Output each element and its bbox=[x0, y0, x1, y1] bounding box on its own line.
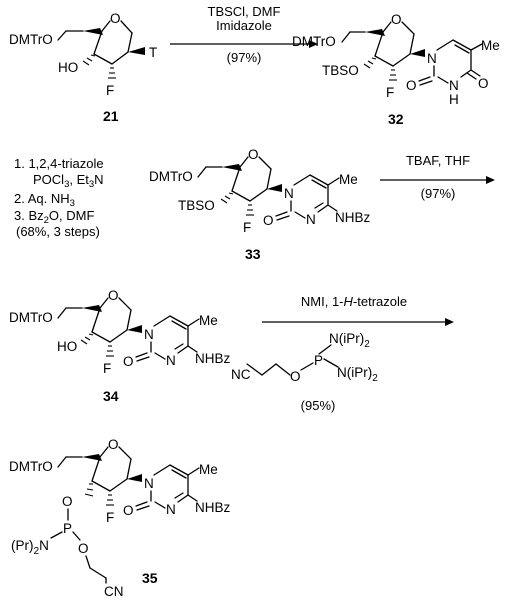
reagent-phosphorus-label: P bbox=[314, 353, 323, 368]
diisopropylamino-label: (Pr)2N bbox=[11, 538, 49, 557]
reaction-conditions-2: 1. 1,2,4-triazole POCl3, Et3N 2. Aq. NH3… bbox=[14, 156, 104, 239]
n1-label: N bbox=[427, 51, 437, 66]
dmtro-label: DMTrO bbox=[9, 310, 53, 325]
compound-number-35: 35 bbox=[142, 570, 158, 586]
reaction-arrow-1: TBSCl, DMF Imidazole (97%) bbox=[170, 4, 318, 65]
n3-label: N bbox=[166, 502, 176, 517]
compound-32: DMTrO O TBSO F N Me O bbox=[292, 12, 500, 127]
compound-34: DMTrO O HO F N Me NHBz bbox=[9, 288, 231, 404]
condition-line: POCl3, Et3N bbox=[33, 172, 104, 190]
ring-oxygen-label: O bbox=[108, 437, 119, 452]
condition-yield: (97%) bbox=[421, 186, 456, 201]
thymine-t-label: T bbox=[149, 45, 157, 60]
compound-number-32: 32 bbox=[388, 111, 404, 127]
c2-oxygen-label: O bbox=[123, 503, 134, 518]
nitrile-label: CN bbox=[104, 584, 124, 599]
c2-oxygen-label: O bbox=[123, 354, 134, 369]
n1-label: N bbox=[144, 476, 154, 491]
condition-line: NMI, 1-H-tetrazole bbox=[301, 294, 407, 309]
methyl-label: Me bbox=[199, 313, 218, 328]
compound-21: DMTrO O HO F T 21 bbox=[9, 11, 157, 124]
dmtro-label: DMTrO bbox=[292, 34, 336, 49]
condition-line: Imidazole bbox=[216, 18, 272, 33]
condition-line: TBSCl, DMF bbox=[208, 4, 281, 19]
cyanoethyl-oxygen-label: O bbox=[78, 541, 89, 556]
condition-yield: (97%) bbox=[227, 50, 262, 65]
nhbz-label: NHBz bbox=[335, 210, 371, 225]
condition-line: 1. 1,2,4-triazole bbox=[14, 156, 104, 171]
ring-oxygen-label: O bbox=[110, 11, 121, 26]
reagent-nitrogen-label: N(iPr)2 bbox=[337, 365, 378, 384]
compound-number-34: 34 bbox=[103, 388, 119, 404]
condition-line: 3. Bz2O, DMF bbox=[14, 208, 94, 226]
fluoro-label: F bbox=[103, 361, 111, 376]
nhbz-label: NHBz bbox=[195, 500, 231, 515]
methyl-label: Me bbox=[339, 172, 358, 187]
reaction-arrow-4: NMI, 1-H-tetrazole N(iPr)2 P N(iPr)2 O N… bbox=[231, 294, 454, 413]
reagent-nitrogen-label: N(iPr)2 bbox=[329, 331, 370, 350]
hydroxy-label: HO bbox=[58, 60, 78, 75]
reagent-oxygen-label: O bbox=[290, 369, 301, 384]
compound-35: DMTrO O O P (Pr)2N O CN F bbox=[9, 437, 231, 599]
n3-label: N bbox=[449, 78, 459, 93]
methyl-label: Me bbox=[199, 462, 218, 477]
phosphorus-label: P bbox=[63, 521, 72, 536]
n3-label: N bbox=[166, 353, 176, 368]
reaction-arrow-3: TBAF, THF (97%) bbox=[380, 153, 495, 201]
nhbz-label: NHBz bbox=[195, 351, 231, 366]
compound-number-33: 33 bbox=[245, 246, 261, 262]
phosphoramidite-reagent: N(iPr)2 P N(iPr)2 O NC bbox=[231, 331, 378, 384]
compound-33: DMTrO O TBSO F N Me NHBz bbox=[149, 147, 371, 262]
condition-yield: (68%, 3 steps) bbox=[16, 224, 100, 239]
ring-oxygen-label: O bbox=[248, 147, 259, 162]
n3-label: N bbox=[306, 212, 316, 227]
condition-yield: (95%) bbox=[301, 398, 336, 413]
fluoro-label: F bbox=[386, 85, 394, 100]
ring-oxygen-label: O bbox=[108, 288, 119, 303]
reagent-nitrile-label: NC bbox=[231, 367, 251, 382]
compound-number-21: 21 bbox=[103, 108, 119, 124]
methyl-label: Me bbox=[481, 38, 500, 53]
dmtro-label: DMTrO bbox=[9, 459, 53, 474]
c2-oxygen-label: O bbox=[406, 78, 417, 93]
tbso-label: TBSO bbox=[322, 63, 359, 78]
o3-oxygen-label: O bbox=[62, 494, 73, 509]
n1-label: N bbox=[284, 186, 294, 201]
n1-label: N bbox=[144, 327, 154, 342]
n3-hydrogen-label: H bbox=[449, 92, 459, 107]
ring-oxygen-label: O bbox=[391, 12, 402, 27]
fluoro-label: F bbox=[106, 510, 114, 525]
c4-oxygen-label: O bbox=[478, 76, 489, 91]
condition-line: TBAF, THF bbox=[406, 153, 470, 168]
fluoro-label: F bbox=[106, 83, 114, 98]
tbso-label: TBSO bbox=[178, 198, 215, 213]
condition-line: 2. Aq. NH3 bbox=[14, 191, 75, 209]
fluoro-label: F bbox=[243, 220, 251, 235]
c2-oxygen-label: O bbox=[263, 213, 274, 228]
dmtro-label: DMTrO bbox=[9, 32, 53, 47]
dmtro-label: DMTrO bbox=[149, 169, 193, 184]
hydroxy-label: HO bbox=[57, 339, 77, 354]
